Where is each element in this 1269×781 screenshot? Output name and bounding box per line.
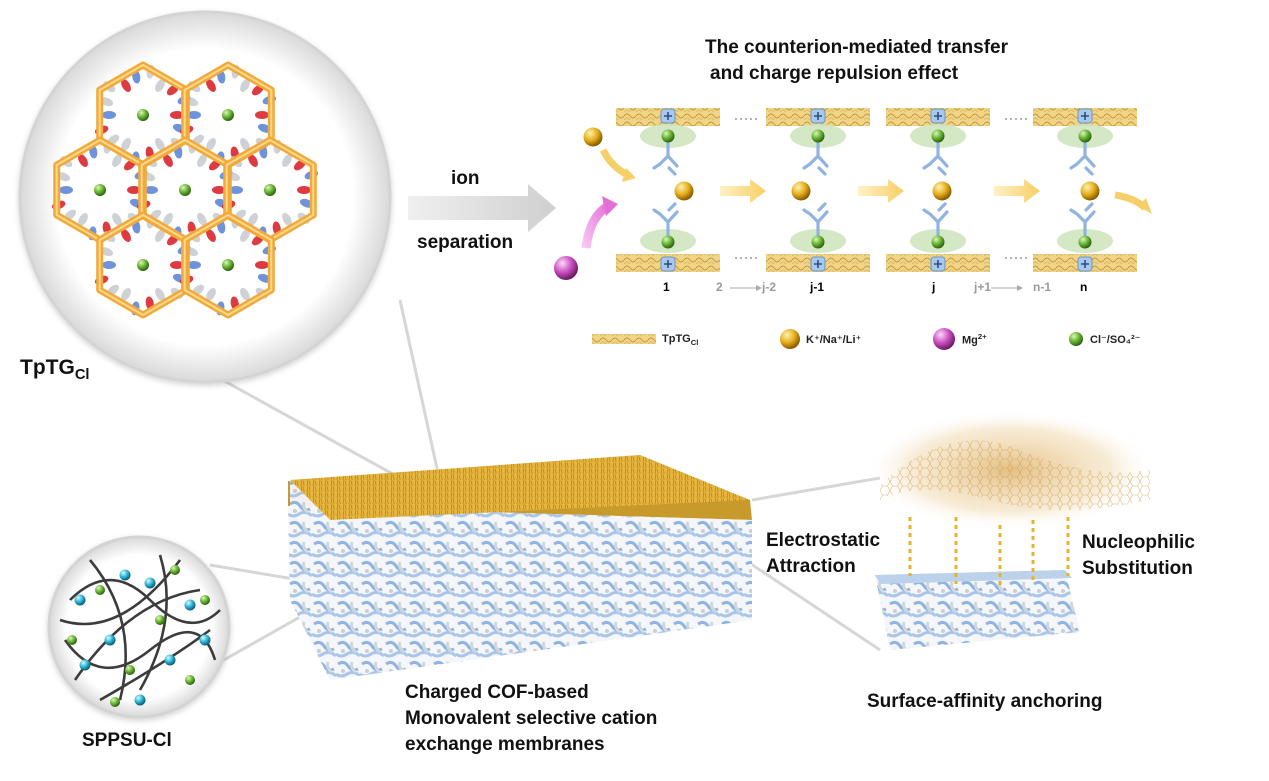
channel-range2-start: j+1: [974, 280, 992, 294]
legend-mg-label: Mg2+: [962, 332, 987, 347]
legend-anion-ball: [1069, 332, 1083, 346]
connector-line: [751, 476, 881, 502]
electrostatic-line1: Electrostatic: [766, 530, 881, 551]
electrostatic-line2: Attraction: [766, 556, 856, 577]
legend-tptg-swatch: [592, 334, 656, 344]
ion-channel-diagram: [554, 108, 1152, 291]
nucleophilic-line2: Substitution: [1082, 558, 1193, 579]
channel-label-1: 1: [663, 280, 670, 294]
tptg-label: TpTGCl: [20, 356, 90, 384]
arrow-label-separation: separation: [417, 232, 514, 253]
channel-range1-end: j-2: [762, 280, 777, 294]
channel-label-j: j: [932, 280, 936, 294]
connector-line: [744, 558, 881, 652]
legend-cation-label: K⁺/Na⁺/Li⁺: [806, 334, 862, 346]
tptg-structure-circle: [18, 10, 392, 384]
connector-line: [209, 563, 301, 582]
legend: [592, 328, 1083, 350]
sppsu-label: SPPSU-Cl: [82, 730, 172, 751]
legend-mg-ball: [933, 328, 955, 350]
cof-membrane-block: [288, 455, 752, 680]
nucleophilic-line1: Nucleophilic: [1082, 532, 1195, 553]
sppsu-polymer-circle: [47, 535, 231, 719]
surface-anchoring-illustration: [865, 410, 1155, 650]
anchoring-caption: Surface-affinity anchoring: [867, 691, 1103, 712]
connector-line: [398, 299, 442, 483]
channel-range2-end: n-1: [1033, 280, 1051, 294]
membrane-caption-line3: exchange membranes: [405, 734, 605, 755]
ion-separation-arrow: [408, 184, 556, 232]
diagram-title-line1: The counterion-mediated transfer: [705, 37, 1008, 58]
legend-tptg-label: TpTGCl: [662, 333, 699, 348]
channel-label-n: n: [1080, 280, 1088, 294]
arrow-label-ion: ion: [451, 168, 480, 189]
diagram-title-line2: and charge repulsion effect: [710, 63, 959, 84]
membrane-caption-line1: Charged COF-based: [405, 682, 589, 703]
channel-label-j-1: j-1: [810, 280, 825, 294]
channel-range1-start: 2: [716, 280, 723, 294]
legend-anion-label: Cl⁻/SO₄²⁻: [1090, 334, 1141, 346]
legend-cation-ball: [780, 329, 800, 349]
membrane-caption-line2: Monovalent selective cation: [405, 708, 658, 729]
